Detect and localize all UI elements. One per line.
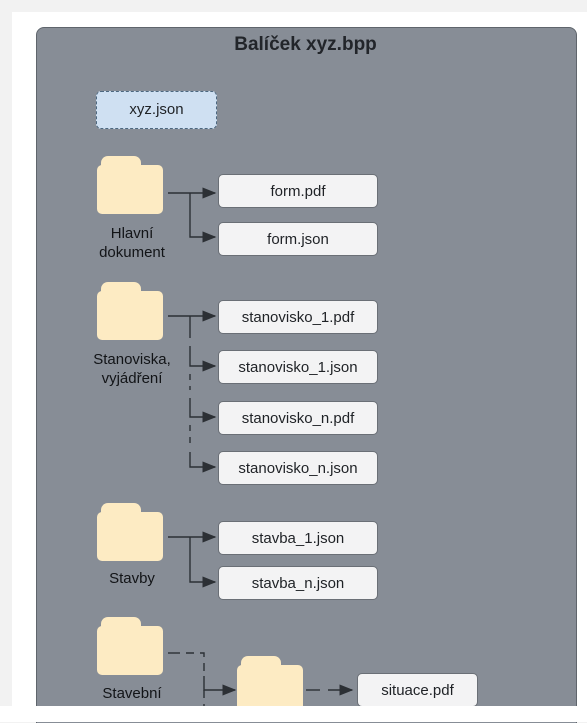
folder-icon	[97, 503, 163, 561]
file-stanovisko-1-pdf: stanovisko_1.pdf	[218, 300, 378, 334]
folder-label-stavebni: Stavební	[102, 685, 162, 702]
arrow-stanovisko-n-pdf	[189, 398, 217, 423]
folder-icon	[97, 282, 163, 340]
folder-icon	[237, 656, 303, 714]
arrow-form-json	[189, 193, 217, 243]
file-stanovisko-1-json: stanovisko_1.json	[218, 350, 378, 384]
file-stanovisko-n-json: stanovisko_n.json	[218, 451, 378, 485]
folder-icon	[97, 156, 163, 214]
folder-label-stanoviska: Stanoviska, vyjádření	[93, 351, 171, 387]
file-stavba-n-json: stavba_n.json	[218, 566, 378, 600]
file-stanovisko-n-pdf: stanovisko_n.pdf	[218, 401, 378, 435]
arrow-stavebni-subfolder	[203, 676, 237, 696]
folder-label-stavby: Stavby	[109, 570, 155, 587]
arrow-stanovisko-1-json	[189, 346, 217, 372]
folder-icon	[97, 617, 163, 675]
bottom-margin	[0, 706, 587, 722]
file-situace-pdf: situace.pdf	[357, 673, 478, 707]
diagram-title: Balíček xyz.bpp	[234, 34, 377, 55]
file-form-json: form.json	[218, 222, 378, 256]
xyz-json-file: xyz.json	[96, 91, 217, 129]
arrow-stanovisko-n-json	[189, 452, 217, 473]
file-form-pdf: form.pdf	[218, 174, 378, 208]
folder-label-hlavni: Hlavní dokument	[99, 225, 165, 261]
arrow-stavba-n	[189, 537, 217, 588]
connector-stavebni-dashed	[186, 652, 205, 672]
file-stavba-1-json: stavba_1.json	[218, 521, 378, 555]
